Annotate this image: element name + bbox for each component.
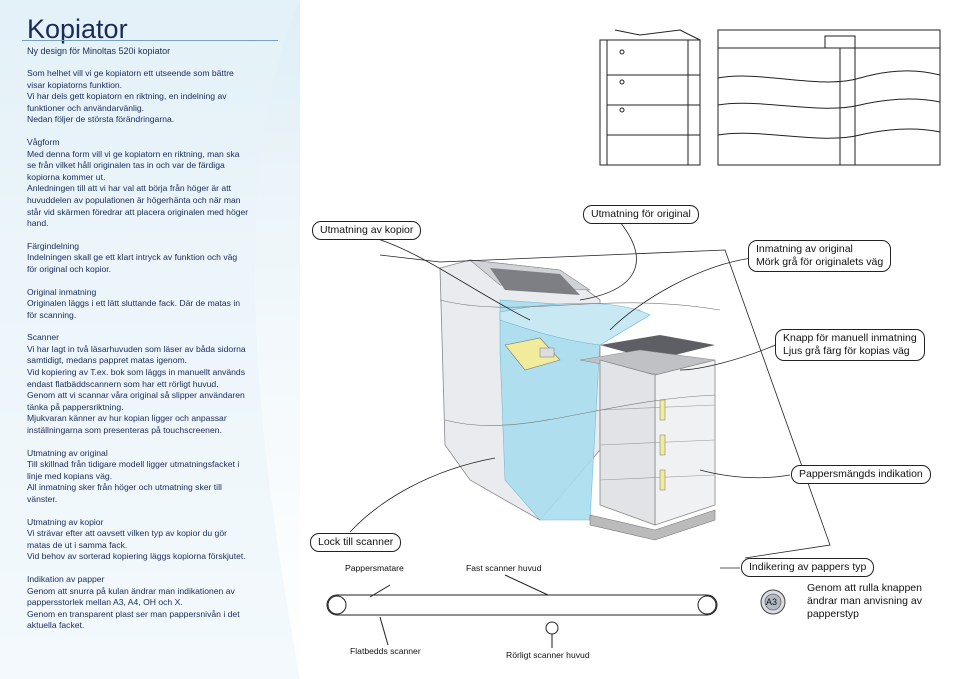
section-vagform: Vågform Med denna form vill vi ge kopiat… (27, 137, 272, 230)
knob-description: Genom att rulla knappen ändrar man anvis… (807, 582, 957, 621)
callout-line: Inmatning av original (756, 243, 853, 255)
label-pappersmatare: Pappersmatare (345, 563, 404, 573)
label-rorligt: Rörligt scanner huvud (506, 650, 590, 660)
copier-render (439, 259, 721, 541)
section-heading: Original inmatning (27, 286, 97, 297)
section-heading: Utmatning av original (27, 447, 108, 458)
callout-utmatning-original: Utmatning för original (583, 205, 699, 224)
knob-label: A3 (766, 597, 778, 607)
label-fast-scanner: Fast scanner huvud (466, 563, 542, 573)
side-elevation-drawing (717, 29, 941, 166)
scanner-diagram (326, 574, 718, 648)
section-utmatning-kopior: Utmatning av kopior Vi strävar efter att… (27, 517, 272, 563)
front-elevation-drawing (599, 29, 701, 166)
section-body: Som helhet vill vi ge kopiatorn ett utse… (27, 68, 234, 125)
callout-utmatning-kopior: Utmatning av kopior (312, 221, 422, 240)
callout-inmatning-original: Inmatning av original Mörk grå för origi… (748, 240, 892, 272)
section-body: Indelningen skall ge ett klart intryck a… (27, 252, 238, 274)
section-heading: Färgindelning (27, 240, 80, 251)
section-heading: Utmatning av kopior (27, 516, 104, 527)
page-title: Kopiator (27, 14, 128, 44)
section-body: Vi strävar efter att oavsett vilken typ … (27, 528, 246, 562)
callout-leaders (349, 221, 831, 569)
section-body: Till skillnad från tidigare modell ligge… (27, 459, 240, 504)
section-utmatning-original: Utmatning av original Till skillnad från… (27, 448, 272, 506)
callout-line: Knapp för manuell inmatning (783, 332, 917, 344)
page-subtitle: Ny design för Minoltas 520i kopiator (27, 46, 171, 56)
callout-pappersmangd: Pappersmängds indikation (791, 465, 931, 484)
callout-line: Mörk grå för originalets väg (756, 256, 884, 268)
section-intro: Som helhet vill vi ge kopiatorn ett utse… (27, 68, 272, 126)
callout-knapp-manuell: Knapp för manuell inmatning Ljus grå fär… (775, 329, 925, 361)
knob-line: papperstyp (807, 608, 859, 620)
section-heading: Indikation av papper (27, 573, 105, 584)
section-heading: Scanner (27, 332, 60, 343)
label-flatbedds: Flatbedds scanner (350, 646, 421, 656)
section-body: Med denna form vill vi ge kopiatorn en r… (27, 148, 249, 229)
title-rule (22, 40, 278, 41)
callout-line: Ljus grå färg för kopias väg (783, 345, 910, 357)
knob-line: Genom att rulla knappen (807, 582, 922, 594)
section-fargindelning: Färgindelning Indelningen skall ge ett k… (27, 241, 272, 276)
text-column: Som helhet vill vi ge kopiatorn ett utse… (27, 68, 272, 643)
section-scanner: Scanner Vi har lagt in två läsarhuvuden … (27, 332, 272, 436)
section-body: Originalen läggs i ett lätt sluttande fa… (27, 298, 241, 320)
callout-lock-scanner: Lock till scanner (310, 533, 402, 552)
section-indikation-papper: Indikation av papper Genom att snurra på… (27, 574, 272, 632)
callout-indikering: Indikering av pappers typ (741, 558, 875, 577)
section-body: Genom att snurra på kulan ändrar man ind… (27, 585, 240, 631)
paper-type-knob-icon (760, 589, 786, 615)
knob-line: ändrar man anvisning av (807, 595, 922, 607)
section-original-inmatning: Original inmatning Originalen läggs i et… (27, 287, 272, 322)
section-body: Vi har lagt in två läsarhuvuden som läse… (27, 343, 246, 436)
section-heading: Vågform (27, 136, 60, 147)
